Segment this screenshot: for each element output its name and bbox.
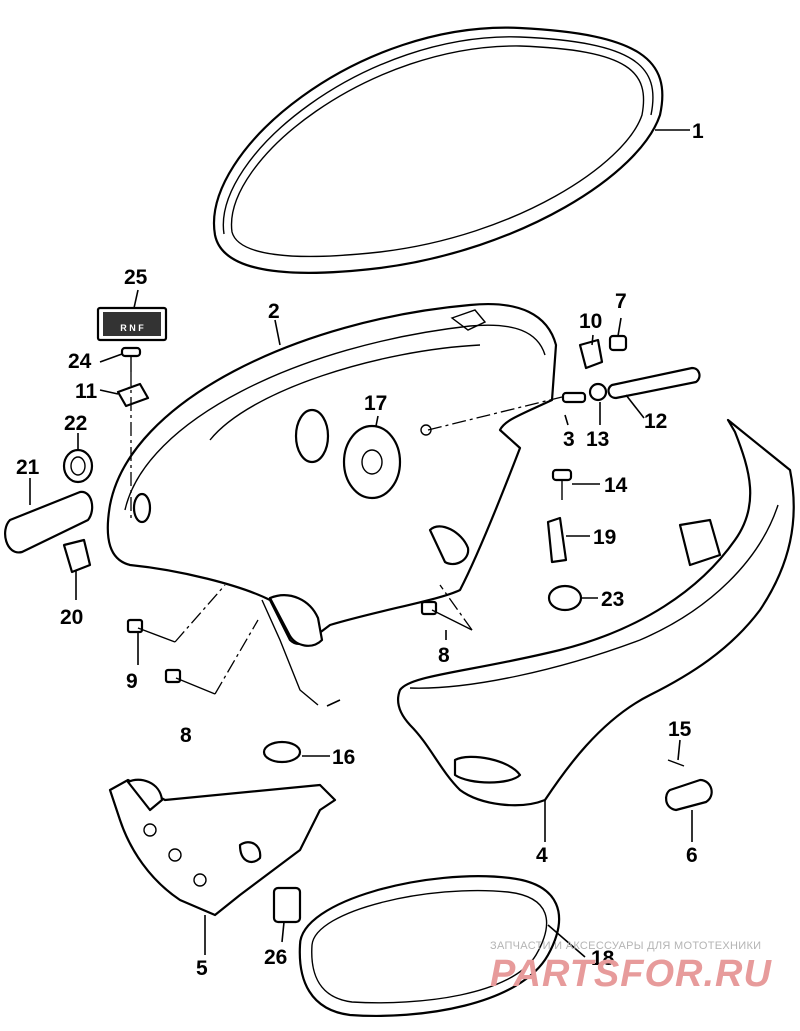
callout-5: 5 [196,957,208,980]
assembly-lines [130,372,563,695]
callout-8-left: 8 [180,724,192,747]
callout-4: 4 [536,844,548,867]
callout-24: 24 [68,350,92,373]
callout-6: 6 [686,844,698,867]
callout-10: 10 [579,310,602,333]
callout-25: 25 [124,266,148,289]
callout-7: 7 [615,290,627,313]
part-25-decal: R N F [96,306,168,342]
callout-17: 17 [364,392,387,415]
watermark-caption: ЗАПЧАСТИ И АКСЕССУАРЫ ДЛЯ МОТОТЕХНИКИ [490,940,761,952]
callout-15: 15 [668,718,692,741]
callout-20: 20 [60,606,83,629]
decal-text: R N F [120,323,144,333]
callout-14: 14 [604,474,628,497]
callout-19: 19 [593,526,616,549]
callout-9: 9 [126,670,138,693]
callout-11: 11 [75,380,98,403]
watermark-brand: PARTSFOR.RU [490,953,772,995]
callout-23: 23 [601,588,624,611]
leader-lines [29,129,693,958]
callout-22: 22 [64,412,87,435]
small-hardware [4,334,713,924]
callout-18: 18 [591,947,615,970]
callout-21: 21 [16,456,40,479]
callout-13: 13 [586,428,609,451]
callout-1: 1 [692,120,704,143]
callout-8-right: 8 [438,644,450,667]
part-5-bracket [108,778,337,917]
part-4-right-cowl [397,418,795,807]
callout-2: 2 [268,300,280,323]
watermark: ЗАПЧАСТИ И АКСЕССУАРЫ ДЛЯ МОТОТЕХНИКИ PA… [490,940,772,995]
part-12-rod [607,366,701,400]
part-1-top-seal [212,26,664,274]
callout-12: 12 [644,410,667,433]
part-18-bottom-seal [298,875,561,1018]
callout-labels: 1 2 3 4 5 6 7 8 8 9 10 11 12 13 14 15 16… [16,120,704,980]
callout-3: 3 [563,428,575,451]
part-2-left-cowl [106,303,558,706]
callout-16: 16 [332,746,355,769]
callout-26: 26 [264,946,287,969]
